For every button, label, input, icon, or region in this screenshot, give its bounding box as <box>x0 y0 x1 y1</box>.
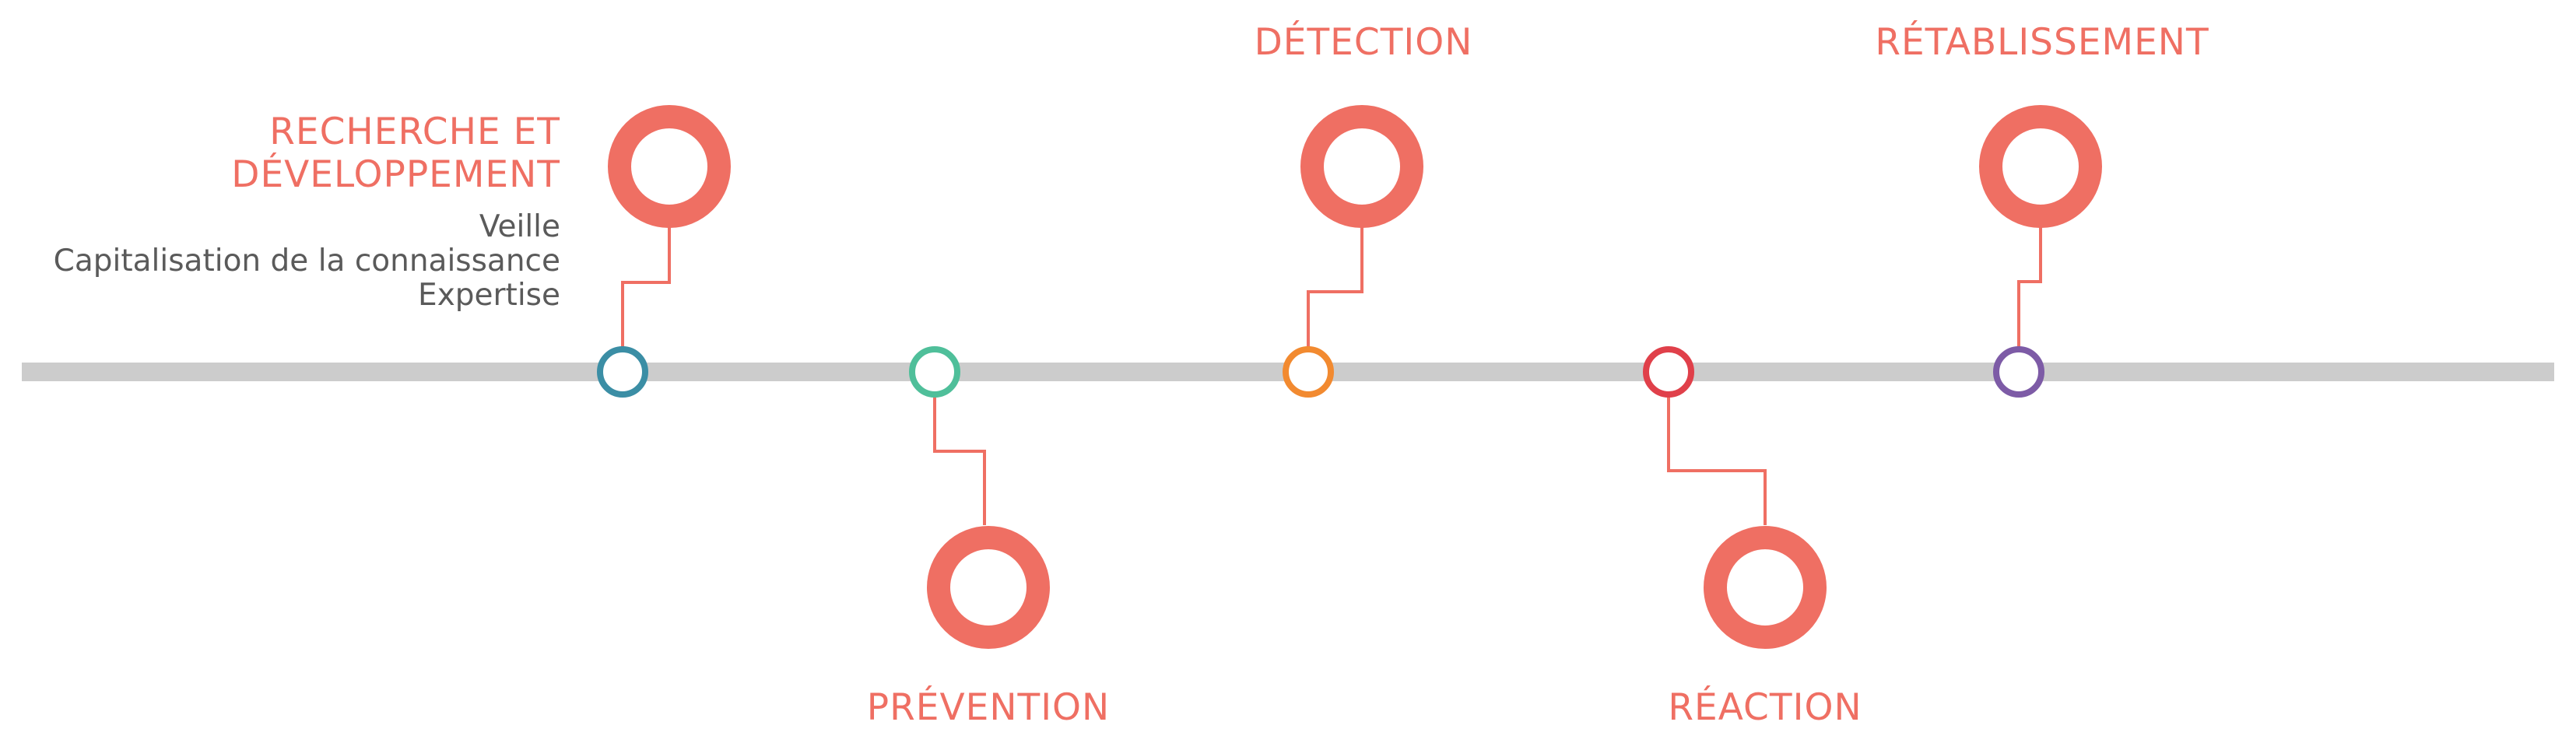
stage-title-detection: DÉTECTION <box>1254 21 1473 64</box>
connector-recherche <box>621 227 671 372</box>
stage-title-reaction: RÉACTION <box>1668 686 1862 729</box>
milestone-dot-detection <box>1283 346 1334 398</box>
milestone-dot-recherche <box>597 346 648 398</box>
stage-ring-prevention <box>927 526 1050 649</box>
connector-reaction <box>1667 372 1767 525</box>
stage-ring-reaction <box>1704 526 1827 649</box>
stage-title-recherche-line-2: DÉVELOPPEMENT <box>231 153 560 196</box>
stage-title-prevention: PRÉVENTION <box>866 686 1111 729</box>
stage-title-recherche-line-1: RECHERCHE ET <box>269 110 560 153</box>
detail-item: Veille <box>479 209 560 244</box>
stage-ring-retablissement <box>1979 105 2102 228</box>
stage-title-retablissement: RÉTABLISSEMENT <box>1875 21 2209 64</box>
stage-ring-recherche <box>608 105 731 228</box>
milestone-dot-retablissement <box>1993 346 2044 398</box>
detail-item: Expertise <box>418 278 560 313</box>
detail-item: Capitalisation de la connaissance <box>53 244 560 279</box>
stage-ring-detection <box>1300 105 1423 228</box>
connector-prevention <box>933 372 986 525</box>
connector-retablissement <box>2017 227 2042 372</box>
milestone-dot-reaction <box>1643 346 1694 398</box>
connector-detection <box>1307 227 1363 372</box>
stage-title-recherche: RECHERCHE ET DÉVELOPPEMENT <box>231 110 560 196</box>
detail-list-recherche: Veille Capitalisation de la connaissance… <box>54 210 560 313</box>
milestone-dot-prevention <box>909 346 960 398</box>
